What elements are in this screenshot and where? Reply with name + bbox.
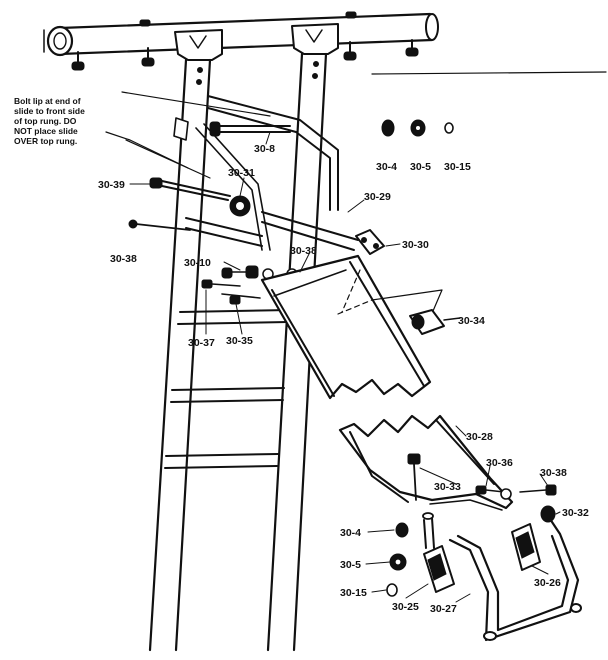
label-30-28: 30-28 bbox=[466, 431, 493, 443]
leg-30-27 bbox=[422, 512, 582, 642]
label-leaders bbox=[129, 131, 561, 603]
washer bbox=[500, 488, 512, 500]
label-30-4-bottom: 30-4 bbox=[340, 527, 361, 539]
label-30-35: 30-35 bbox=[226, 335, 253, 347]
label-30-36: 30-36 bbox=[486, 457, 513, 469]
slide-brace-30-29 bbox=[195, 95, 339, 251]
bolt-30-38-left bbox=[128, 219, 191, 231]
label-30-15-bottom: 30-15 bbox=[340, 587, 367, 599]
label-30-38-right: 30-38 bbox=[540, 467, 567, 479]
beam-bolt bbox=[405, 39, 419, 57]
nut-30-15-bottom bbox=[386, 583, 398, 597]
part-30-32 bbox=[540, 505, 556, 523]
note-line: Bolt lip at end of bbox=[14, 96, 81, 106]
reference-line bbox=[371, 289, 443, 319]
bracket-30-30 bbox=[355, 229, 385, 255]
label-30-37: 30-37 bbox=[188, 337, 215, 349]
nut-30-15-top bbox=[444, 122, 454, 134]
bolt-30-38-right bbox=[519, 484, 557, 496]
beam-bolt bbox=[141, 47, 155, 67]
part-30-31 bbox=[229, 195, 251, 217]
note-line: of top rung. DO bbox=[14, 116, 77, 126]
washer-30-5-bottom bbox=[389, 553, 407, 571]
label-30-30: 30-30 bbox=[402, 239, 429, 251]
bolt-30-39 bbox=[149, 177, 231, 201]
cap-nut-30-4-bottom bbox=[395, 522, 409, 538]
label-30-38-left: 30-38 bbox=[110, 253, 137, 265]
beam-bolt bbox=[71, 51, 85, 71]
slide-bed bbox=[260, 254, 432, 400]
hidden-line bbox=[341, 269, 361, 313]
label-30-10: 30-10 bbox=[184, 257, 211, 269]
note-line: NOT place slide bbox=[14, 126, 78, 136]
washer-30-5-top bbox=[410, 119, 426, 137]
label-30-32: 30-32 bbox=[562, 507, 589, 519]
label-30-33: 30-33 bbox=[434, 481, 461, 493]
label-30-25: 30-25 bbox=[392, 601, 419, 613]
note-line: slide to front side bbox=[14, 106, 85, 116]
label-30-39: 30-39 bbox=[98, 179, 125, 191]
label-30-8: 30-8 bbox=[254, 143, 275, 155]
note-leader-line bbox=[125, 139, 211, 179]
note-line: OVER top rung. bbox=[14, 136, 77, 146]
reference-line bbox=[371, 71, 607, 75]
bolt-30-37 bbox=[201, 279, 241, 289]
slide-top-crossbar bbox=[185, 211, 359, 251]
label-30-31: 30-31 bbox=[228, 167, 255, 179]
ladder-rungs bbox=[164, 309, 291, 469]
label-30-5-top: 30-5 bbox=[410, 161, 431, 173]
slide-lip bbox=[173, 117, 189, 141]
bolt-30-33 bbox=[407, 453, 421, 501]
label-30-27: 30-27 bbox=[430, 603, 457, 615]
label-30-5-bottom: 30-5 bbox=[340, 559, 361, 571]
ladder-left-rail bbox=[148, 58, 212, 652]
bolt-30-35 bbox=[221, 293, 261, 305]
label-30-15-top: 30-15 bbox=[444, 161, 471, 173]
bracket-30-26 bbox=[511, 523, 541, 571]
label-30-29: 30-29 bbox=[364, 191, 391, 203]
label-30-26: 30-26 bbox=[534, 577, 561, 589]
cap-nut-30-4-top bbox=[381, 119, 395, 137]
top-beam bbox=[43, 11, 439, 71]
bolt-30-8 bbox=[209, 121, 291, 137]
beam-bolt bbox=[343, 41, 357, 61]
label-30-4-top: 30-4 bbox=[376, 161, 397, 173]
label-30-38-mid: 30-38 bbox=[290, 245, 317, 257]
hidden-line bbox=[337, 299, 373, 315]
note-leader-line bbox=[121, 91, 271, 117]
bracket-30-25 bbox=[423, 545, 455, 593]
connector-30-34 bbox=[409, 309, 461, 335]
label-30-34: 30-34 bbox=[458, 315, 485, 327]
